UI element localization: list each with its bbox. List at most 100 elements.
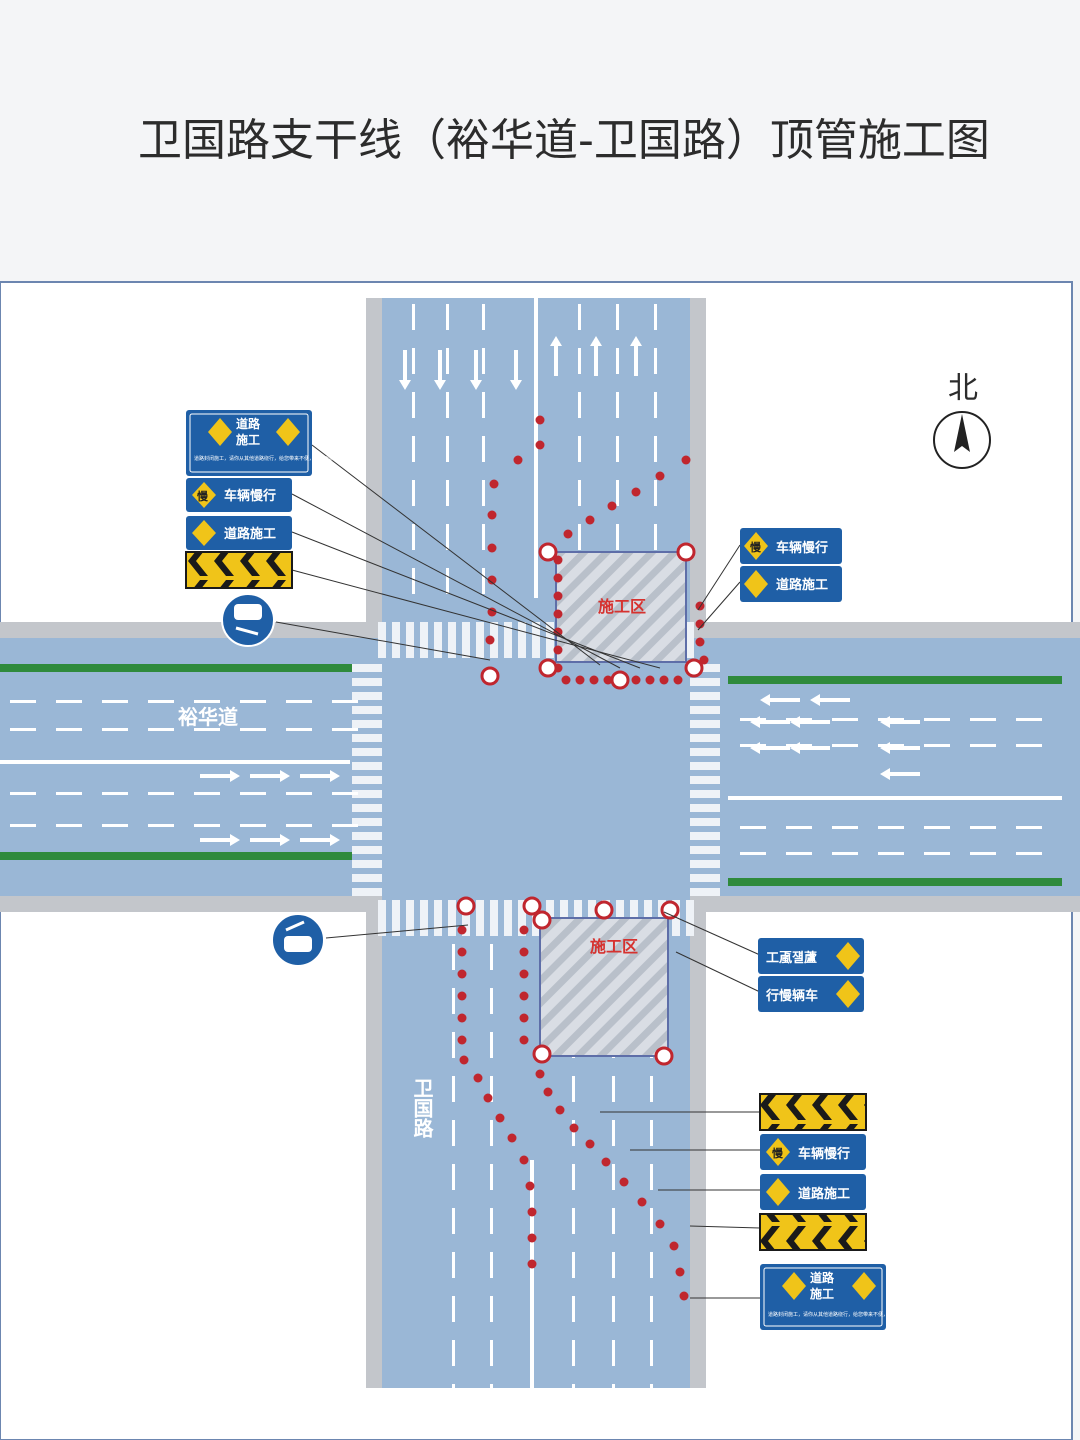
- crosswalk-stripe: [420, 900, 428, 936]
- cone-icon: [513, 455, 523, 465]
- crosswalk-stripe: [352, 874, 382, 882]
- crosswalk-stripe: [352, 818, 382, 826]
- barrel-icon: [660, 900, 680, 920]
- lane-dash: [786, 826, 812, 829]
- lane-dash: [286, 824, 312, 827]
- crosswalk-stripe: [462, 900, 470, 936]
- lane-dash: [412, 568, 415, 594]
- cone-icon: [555, 1105, 565, 1115]
- lane-dash: [446, 436, 449, 462]
- lane-dash: [446, 480, 449, 506]
- arrow-left-icon: [810, 694, 850, 706]
- north-arrow-icon: [954, 414, 970, 452]
- arrow-right-icon: [200, 834, 240, 846]
- cone-icon: [487, 575, 497, 585]
- crosswalk-stripe: [690, 874, 720, 882]
- svg-text:行慢辆车: 行慢辆车: [765, 988, 818, 1004]
- crosswalk-stripe: [352, 678, 382, 686]
- lane-dash: [654, 304, 657, 330]
- lane-dash: [482, 480, 485, 506]
- svg-text:施工: 施工: [236, 432, 260, 447]
- arrow-down-icon: [434, 350, 446, 390]
- crosswalk-stripe: [532, 622, 540, 658]
- svg-text:北: 北: [948, 371, 978, 406]
- zone-label-south: 施工区: [590, 937, 638, 956]
- cone-icon: [519, 925, 529, 935]
- crosswalk-stripe: [690, 706, 720, 714]
- chevron-sign-se-2: [759, 1213, 867, 1251]
- svg-text:道路: 道路: [236, 416, 261, 431]
- crosswalk-stripe: [690, 678, 720, 686]
- lane-dash: [490, 1252, 493, 1278]
- cone-icon: [645, 675, 655, 685]
- lane-dash: [572, 1252, 575, 1278]
- crosswalk-stripe: [352, 706, 382, 714]
- cone-icon: [507, 1133, 517, 1143]
- lane-dash: [650, 1296, 653, 1322]
- arrow-left-icon: [880, 768, 920, 780]
- median-strip: [728, 878, 1062, 886]
- construction-zone-south: 施工区: [539, 917, 669, 1057]
- cone-icon: [457, 1035, 467, 1045]
- median-strip: [0, 664, 352, 672]
- arrow-up-icon: [550, 336, 562, 376]
- svg-text:车辆慢行: 车辆慢行: [776, 540, 828, 556]
- arrow-left-icon: [760, 694, 800, 706]
- crosswalk-stripe: [504, 622, 512, 658]
- lane-dash: [878, 744, 904, 747]
- cone-icon: [659, 675, 669, 685]
- crosswalk-stripe: [406, 622, 414, 658]
- cone-icon: [489, 479, 499, 489]
- arrow-left-icon: [880, 716, 920, 728]
- arrow-left-icon: [750, 716, 790, 728]
- crosswalk-stripe: [690, 734, 720, 742]
- lane-dash: [612, 1076, 615, 1102]
- lane-dash: [616, 436, 619, 462]
- lane-dash: [650, 1208, 653, 1234]
- lane-dash: [10, 792, 36, 795]
- cone-icon: [675, 1267, 685, 1277]
- svg-text:车辆慢行: 车辆慢行: [798, 1146, 850, 1162]
- worker-icon: [782, 1272, 806, 1300]
- lane-dash: [446, 304, 449, 330]
- lane-dash: [446, 568, 449, 594]
- lane-dash: [10, 700, 36, 703]
- lane-dash: [1016, 718, 1042, 721]
- lane-dash: [490, 1384, 493, 1410]
- arrow-right-icon: [300, 770, 340, 782]
- cone-icon: [519, 991, 529, 1001]
- lane-dash: [148, 792, 174, 795]
- cone-icon: [553, 609, 563, 619]
- barrel-icon: [538, 658, 558, 678]
- cone-icon: [669, 1241, 679, 1251]
- lane-dash: [332, 824, 358, 827]
- lane-dash: [832, 744, 858, 747]
- lane-dash: [490, 944, 493, 970]
- crosswalk-stripe: [690, 720, 720, 728]
- cone-icon: [487, 543, 497, 553]
- sign-road-work-large-se: 道路 施工 道路封闭施工，请你从其他道路绕行，给您带来不便，敬请谅解！: [760, 1264, 913, 1330]
- barrier-icon: [852, 1272, 876, 1300]
- barrel-icon: [456, 896, 476, 916]
- road-name-weiguo: 卫国路: [410, 1078, 434, 1139]
- crosswalks: [352, 622, 720, 936]
- cone-icon: [527, 1207, 537, 1217]
- svg-text:道路: 道路: [810, 1270, 835, 1285]
- barrel-icon: [610, 670, 630, 690]
- lane-dash: [572, 1120, 575, 1146]
- sign-road-work-se: 道路施工: [760, 1174, 866, 1210]
- crosswalk-stripe: [518, 622, 526, 658]
- crosswalk-stripe: [352, 888, 382, 896]
- barrel-icon: [522, 896, 542, 916]
- lane-dash: [10, 728, 36, 731]
- crosswalk-stripe: [448, 900, 456, 936]
- crosswalk-stripe: [690, 790, 720, 798]
- lane-dash: [650, 1384, 653, 1410]
- lane-dash: [878, 826, 904, 829]
- lane-dash: [452, 988, 455, 1014]
- crosswalk-stripe: [352, 790, 382, 798]
- arrow-left-icon: [790, 742, 830, 754]
- lane-dash: [102, 792, 128, 795]
- lane-dash: [490, 1164, 493, 1190]
- cone-icon: [607, 501, 617, 511]
